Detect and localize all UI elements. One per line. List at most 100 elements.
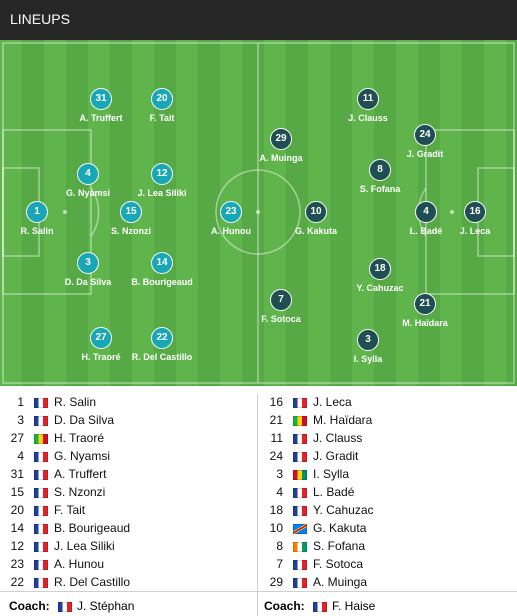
shirt-number: 3 — [17, 413, 24, 427]
player-link[interactable]: R. Del Castillo — [54, 575, 131, 589]
france-flag-icon — [34, 578, 48, 588]
france-flag-icon — [293, 506, 307, 516]
france-flag-icon — [293, 434, 307, 444]
shirt-number: 14 — [10, 521, 24, 535]
player-link[interactable]: G. Kakuta — [313, 521, 367, 535]
lineup-row: 4 L. Badé — [259, 483, 509, 501]
player-link[interactable]: J. Lea Siliki — [54, 539, 115, 553]
player-name: F. Sotoca — [261, 314, 301, 324]
france-flag-icon — [313, 602, 327, 612]
player-link[interactable]: H. Traoré — [54, 431, 105, 445]
player-link[interactable]: A. Truffert — [54, 467, 107, 481]
shirt-number: 27 — [10, 431, 24, 445]
shirt-number: 4 — [276, 485, 283, 499]
france-flag-icon — [293, 398, 307, 408]
france-flag-icon — [34, 416, 48, 426]
home-coach-name[interactable]: J. Stéphan — [77, 599, 135, 613]
coach-label: Coach: — [264, 599, 305, 613]
player-link[interactable]: I. Sylla — [313, 467, 350, 481]
shirt-number: 12 — [10, 539, 24, 553]
player-link[interactable]: Y. Cahuzac — [313, 503, 374, 517]
shirt-number: 8 — [276, 539, 283, 553]
player-link[interactable]: J. Clauss — [313, 431, 363, 445]
player-link[interactable]: S. Nzonzi — [54, 485, 106, 499]
france-flag-icon — [34, 542, 48, 552]
player-name: I. Sylla — [353, 354, 383, 364]
coach-label: Coach: — [9, 599, 50, 613]
shirt-number: 10 — [269, 521, 283, 535]
france-flag-icon — [293, 452, 307, 462]
shirt-number: 31 — [10, 467, 24, 481]
player-link[interactable]: L. Badé — [313, 485, 355, 499]
player-link[interactable]: F. Tait — [54, 503, 86, 517]
player-link[interactable]: S. Fofana — [313, 539, 366, 553]
player-name: S. Fofana — [359, 184, 401, 194]
lineup-row: 8 S. Fofana — [259, 537, 509, 555]
ivory-coast-flag-icon — [293, 542, 307, 552]
player-number-badge: 18 — [369, 258, 391, 280]
player-name: A. Hunou — [211, 226, 251, 236]
player-number-badge: 24 — [414, 124, 436, 146]
player-link[interactable]: J. Leca — [313, 395, 352, 409]
away-coach-name[interactable]: F. Haise — [332, 599, 376, 613]
shirt-number: 18 — [269, 503, 283, 517]
lineups-title: LINEUPS — [10, 11, 70, 27]
france-flag-icon — [34, 524, 48, 534]
france-flag-icon — [34, 488, 48, 498]
player-link[interactable]: G. Nyamsi — [54, 449, 111, 463]
shirt-number: 4 — [17, 449, 24, 463]
player-link[interactable]: M. Haïdara — [313, 413, 373, 427]
shirt-number: 22 — [10, 575, 24, 589]
player-name: R. Del Castillo — [131, 352, 193, 362]
player-link[interactable]: J. Gradit — [313, 449, 359, 463]
france-flag-icon — [293, 488, 307, 498]
shirt-number: 29 — [269, 575, 283, 589]
player-link[interactable]: R. Salin — [54, 395, 97, 409]
shirt-number: 23 — [10, 557, 24, 571]
player-number-badge: 16 — [464, 201, 486, 223]
lineups-header: LINEUPS — [0, 0, 517, 40]
player-number-badge: 11 — [357, 88, 379, 110]
player-link[interactable]: A. Muinga — [313, 575, 368, 589]
shirt-number: 15 — [10, 485, 24, 499]
player-name: G. Nyamsi — [65, 188, 111, 198]
player-link[interactable]: F. Sotoca — [313, 557, 364, 571]
player-number-badge: 10 — [305, 201, 327, 223]
france-flag-icon — [34, 506, 48, 516]
coach-separator — [0, 591, 517, 592]
lineup-row: 23 A. Hunou — [0, 555, 250, 573]
shirt-number: 11 — [270, 431, 283, 445]
player-link[interactable]: B. Bourigeaud — [54, 521, 131, 535]
guinea-flag-icon — [293, 470, 307, 480]
lineup-row: 14 B. Bourigeaud — [0, 519, 250, 537]
shirt-number: 21 — [269, 413, 283, 427]
player-link[interactable]: A. Hunou — [54, 557, 105, 571]
player-name: B. Bourigeaud — [131, 277, 193, 287]
player-link[interactable]: D. Da Silva — [54, 413, 115, 427]
